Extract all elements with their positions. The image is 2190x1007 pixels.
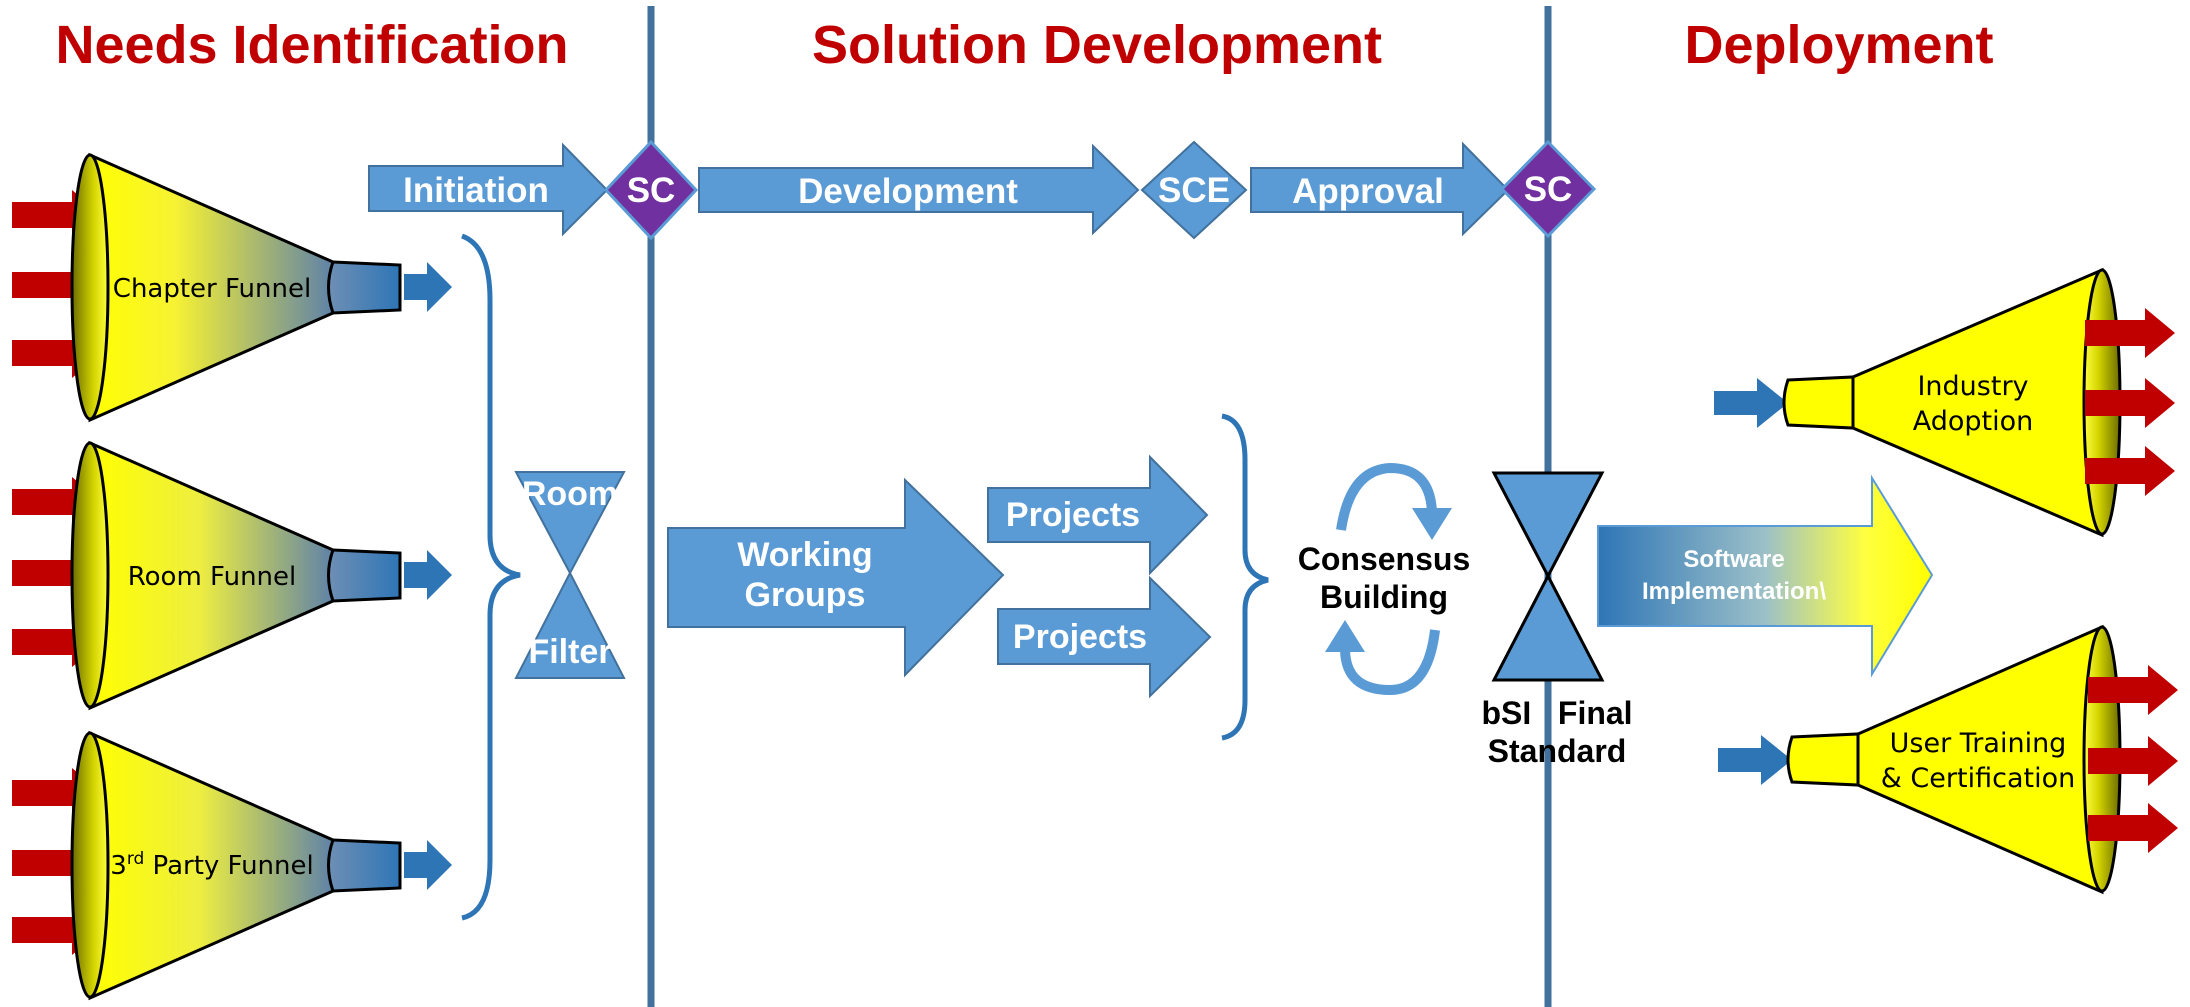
approval-arrow: Approval (1250, 141, 1510, 237)
chapter-funnel: Chapter Funnel (12, 152, 452, 423)
industry-label-1: Industry (1917, 371, 2028, 402)
projects-label-1: Projects (1006, 496, 1140, 534)
development-arrow: Development (698, 143, 1140, 236)
working-groups-label-1: Working (737, 536, 872, 574)
training-label-2: & Certification (1881, 763, 2075, 794)
third-party-funnel-label: 3rd Party Funnel (110, 849, 313, 881)
final-standard-label-1: bSI Final (1481, 695, 1632, 731)
chapter-output-arrow (404, 262, 452, 312)
training-output-arrows (2088, 665, 2178, 853)
final-standard-label-2: Standard (1488, 733, 1627, 769)
initiation-arrow: Initiation (368, 142, 609, 237)
development-label: Development (798, 172, 1018, 211)
phase-title-deployment: Deployment (1684, 15, 1993, 75)
projects-label-2: Projects (1013, 618, 1147, 656)
consensus-label-1: Consensus (1298, 541, 1470, 577)
room-output-arrow (404, 550, 452, 600)
sc-gate-1-label: SC (627, 171, 676, 210)
final-standard-hourglass: bSI Final Standard (1481, 471, 1633, 769)
cycle-arrow-bottom-icon (1340, 629, 1440, 696)
consensus-cycle: Consensus Building (1298, 462, 1470, 696)
user-training-funnel: User Training & Certification (1718, 624, 2178, 895)
approval-label: Approval (1292, 172, 1444, 211)
sc-gate-2: SC (1499, 139, 1597, 239)
software-label-1: Software (1683, 546, 1784, 573)
industry-label-2: Adoption (1913, 406, 2034, 437)
chapter-funnel-label: Chapter Funnel (113, 274, 311, 304)
room-funnel-label: Room Funnel (128, 562, 297, 592)
funnel-brace (460, 233, 521, 921)
room-filter-hourglass: Room Filter (514, 471, 626, 679)
consensus-label-2: Building (1320, 579, 1448, 615)
sc-gate-1: SC (603, 139, 699, 241)
cycle-arrow-top-icon (1336, 462, 1437, 531)
phase-title-solution-development: Solution Development (812, 15, 1382, 75)
third-party-rest: Party Funnel (144, 851, 313, 881)
software-label-2: Implementation\ (1642, 578, 1826, 605)
initiation-label: Initiation (403, 171, 549, 210)
third-party-output-arrow (404, 840, 452, 890)
sce-gate-label: SCE (1158, 171, 1230, 210)
training-input-arrow (1718, 735, 1792, 785)
projects-brace (1221, 413, 1269, 741)
sc-gate-2-label: SC (1524, 170, 1573, 209)
third-party-number: 3 (110, 851, 127, 881)
phase-title-needs-identification: Needs Identification (55, 15, 568, 75)
projects-arrow-2: Projects (997, 575, 1212, 699)
industry-input-arrow (1714, 378, 1788, 428)
working-groups-label-2: Groups (745, 576, 866, 614)
room-filter-top-label: Room (522, 475, 618, 513)
training-label-1: User Training (1890, 728, 2067, 759)
working-groups-arrow: Working Groups (667, 477, 1005, 678)
industry-output-arrows (2085, 308, 2175, 496)
projects-arrow-1: Projects (987, 454, 1209, 576)
software-implementation-arrow: Software Implementation\ (1597, 474, 1934, 678)
third-party-funnel: 3rd Party Funnel (12, 730, 452, 1001)
room-filter-bottom-label: Filter (528, 633, 611, 671)
sce-gate: SCE (1140, 140, 1248, 240)
room-funnel: Room Funnel (12, 440, 452, 711)
third-party-superscript: rd (127, 849, 144, 869)
industry-adoption-funnel: Industry Adoption (1714, 267, 2175, 538)
